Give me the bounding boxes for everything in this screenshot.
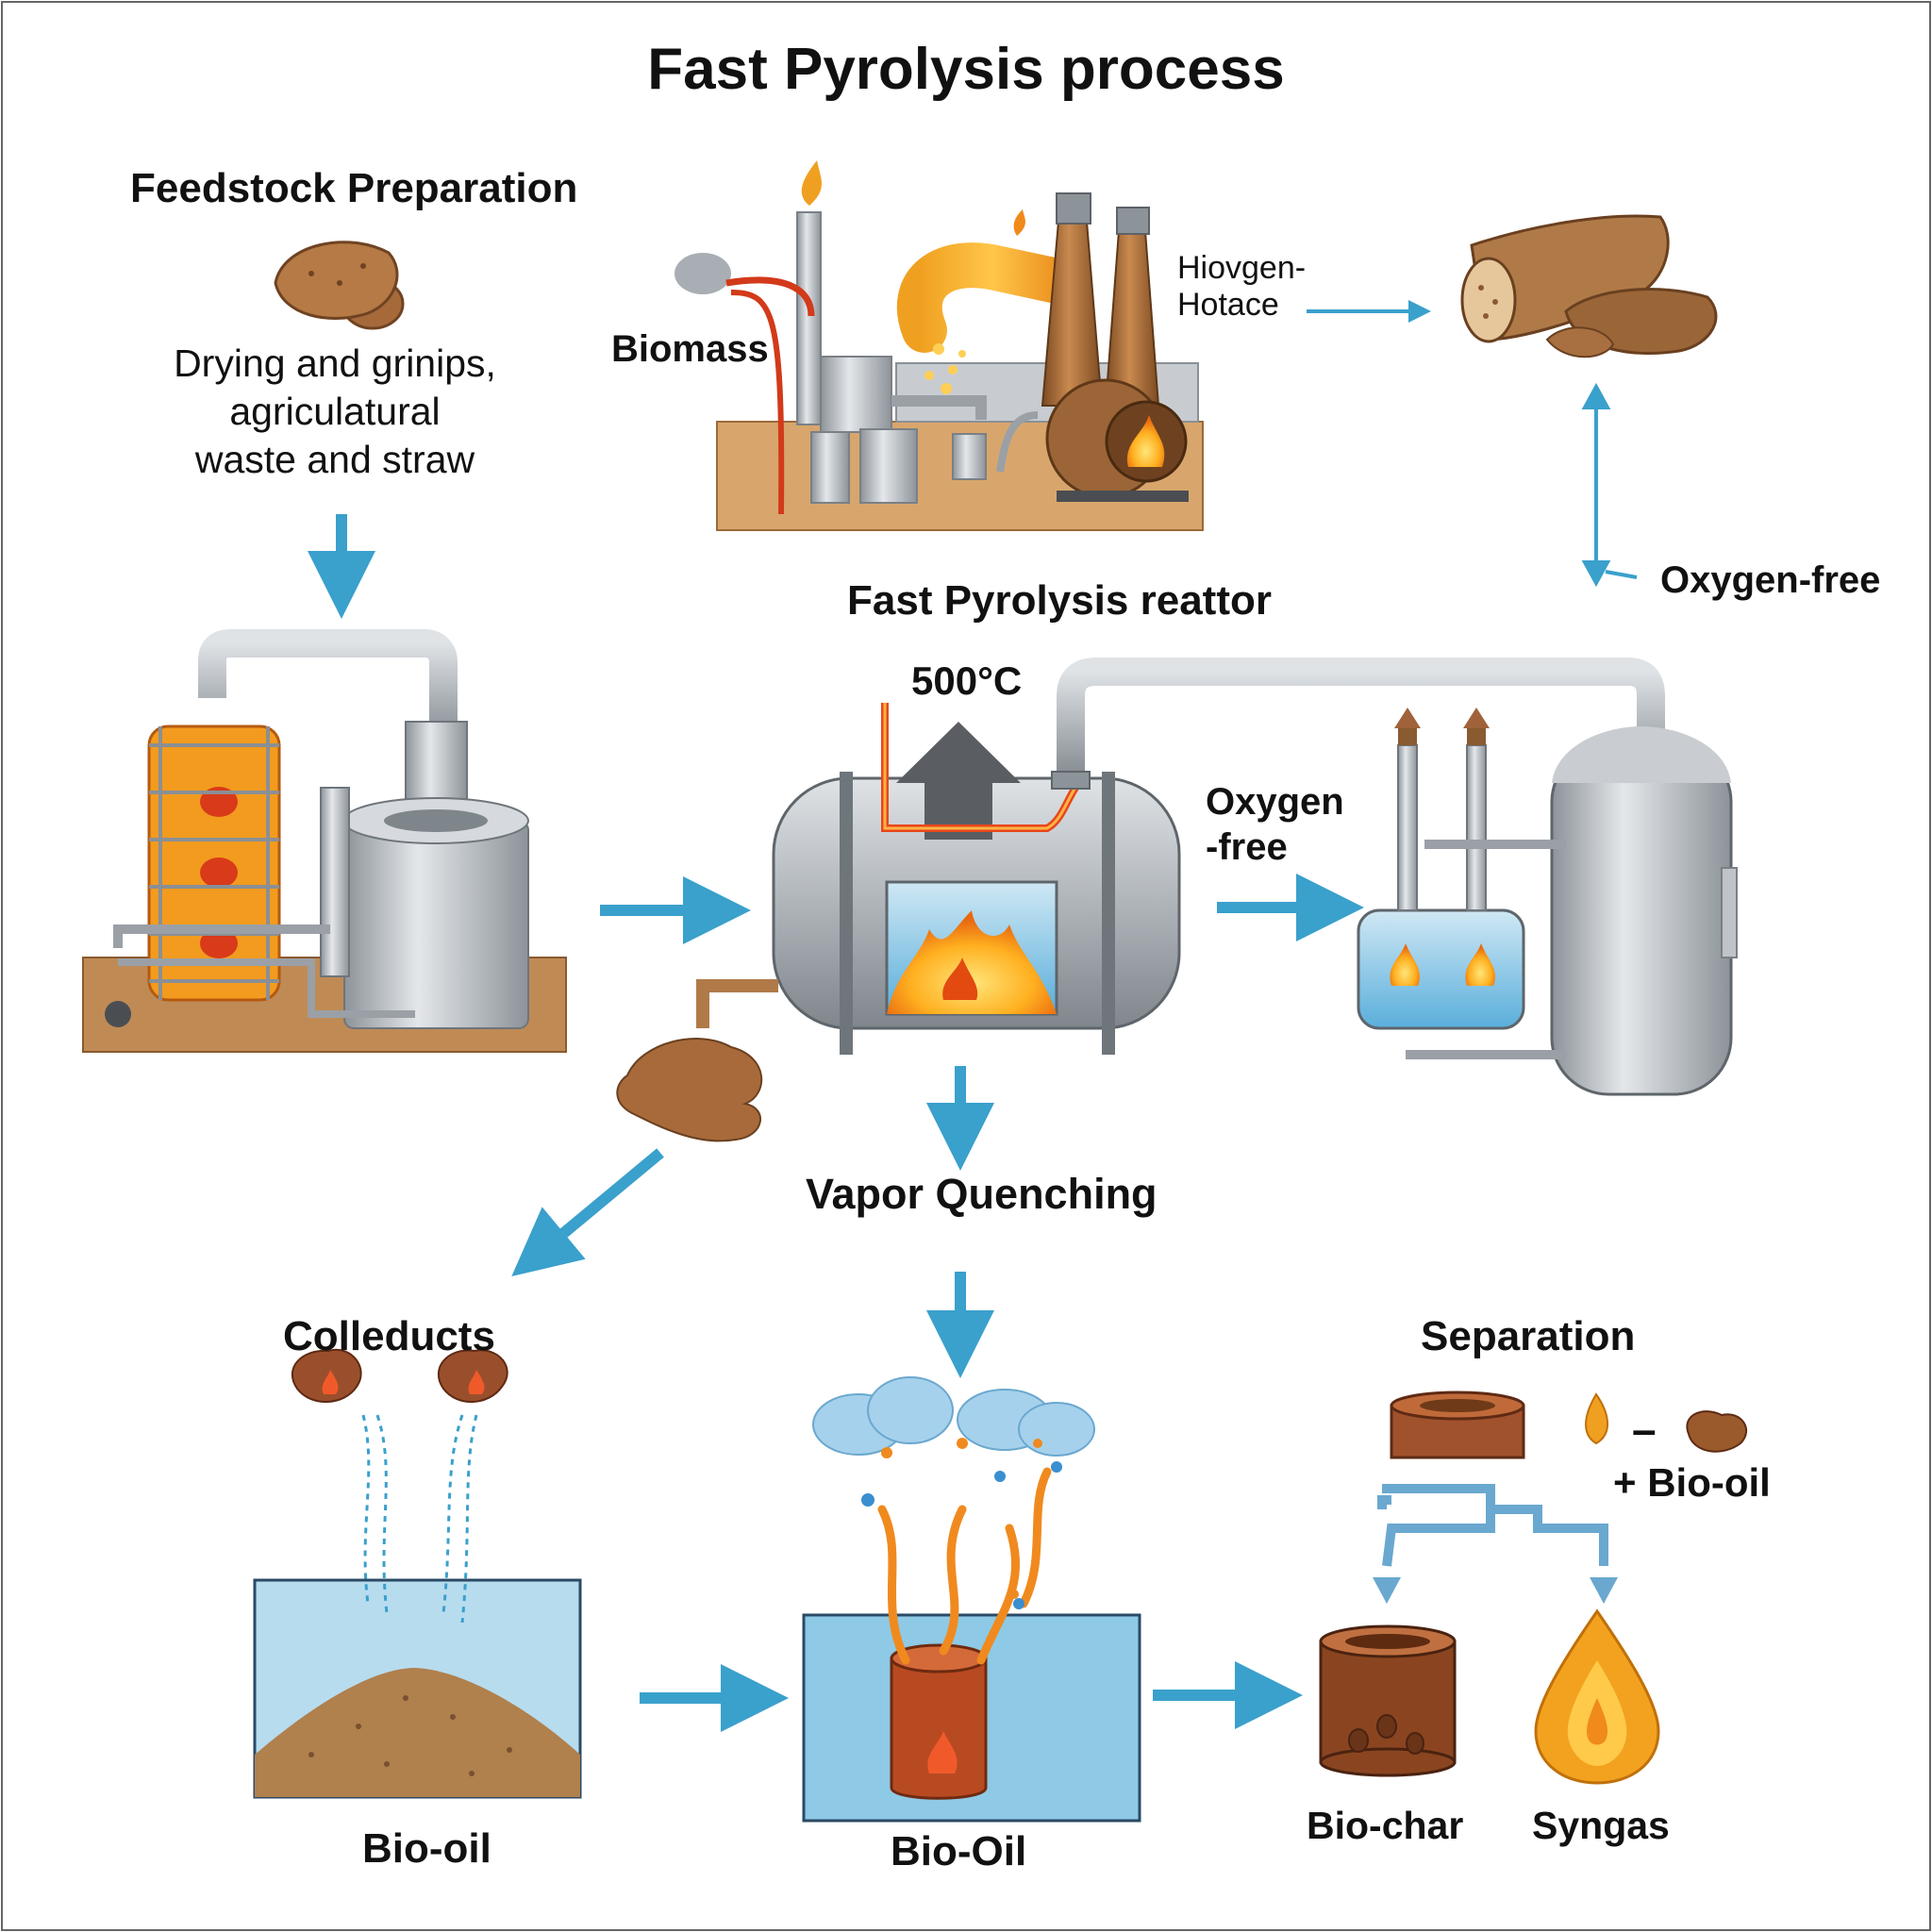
condense-caption: Bio-Oil — [891, 1828, 1027, 1874]
feedstock-desc-line-2: agriculatural — [229, 390, 441, 433]
note-line-1: Hiovgen- — [1177, 250, 1307, 286]
double-arrow-oxygen — [1581, 382, 1638, 588]
vapor-quenching-label: Vapor Quenching — [806, 1170, 1158, 1218]
collect-heading: Colleducts — [283, 1313, 495, 1359]
condenser-unit — [1357, 708, 1738, 1096]
reactor-oxygen-free-line-2: -free — [1206, 826, 1288, 868]
biomass-factory — [675, 160, 1204, 531]
pyrolysis-reactor — [616, 658, 1665, 1142]
collect-caption: Bio-oil — [362, 1825, 491, 1872]
collect-basin — [253, 1348, 582, 1799]
feedstock-heading: Feedstock Preparation — [130, 165, 578, 211]
biochar-label: Bio-char — [1307, 1804, 1464, 1847]
oxygen-free-top-label: Oxygen-free — [1660, 559, 1881, 601]
syngas-label: Syngas — [1532, 1804, 1670, 1847]
separation-dash: – — [1632, 1405, 1657, 1454]
flow-arrows — [308, 300, 1431, 1732]
biomass-label: Biomass — [611, 328, 769, 370]
reactor-heading: Fast Pyrolysis reattor — [847, 577, 1272, 624]
dryer-machine — [82, 629, 567, 1053]
reactor-temperature: 500°C — [911, 658, 1023, 703]
quench-tank — [802, 1376, 1141, 1823]
page-title: Fast Pyrolysis process — [647, 37, 1285, 102]
separation-plus-bio-oil: + Bio-oil — [1613, 1460, 1771, 1505]
arrow-diagonal-collect — [511, 1148, 664, 1277]
reactor-oxygen-free-line-1: Oxygen — [1206, 781, 1344, 823]
separation-heading: Separation — [1421, 1313, 1636, 1359]
wood-logs-icon — [1460, 214, 1718, 358]
feedstock-icon — [274, 241, 405, 330]
feedstock-desc-line-1: Drying and grinips, — [174, 341, 496, 385]
note-line-2: Hotace — [1177, 287, 1279, 323]
separation-unit — [1319, 1391, 1747, 1785]
feedstock-desc-line-3: waste and straw — [194, 438, 475, 481]
